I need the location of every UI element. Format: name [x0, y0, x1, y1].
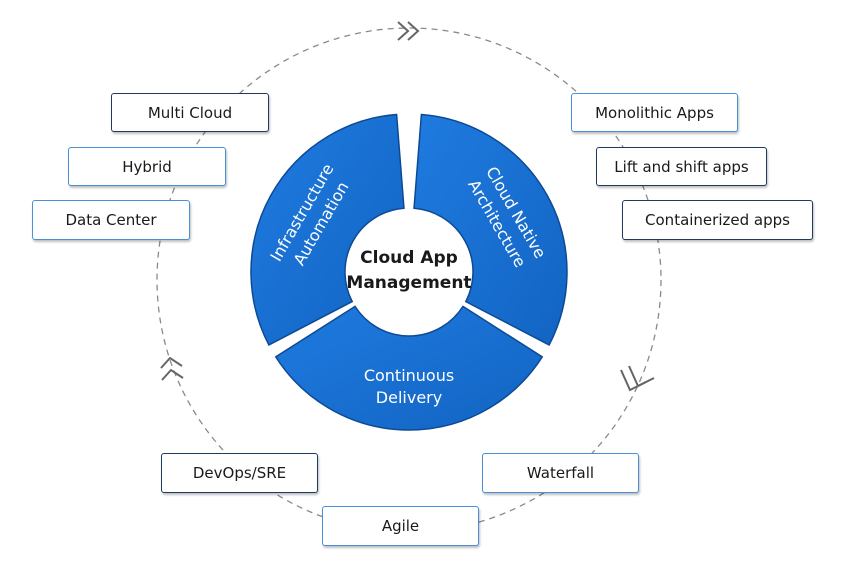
double-chevron-right-icon — [397, 21, 420, 41]
segment-infrastructure-automation — [250, 113, 405, 346]
segment-continuous-delivery — [274, 305, 544, 431]
center-title-line1: Cloud App — [360, 248, 458, 268]
box-agile: Agile — [322, 506, 479, 546]
box-hybrid: Hybrid — [68, 147, 226, 186]
box-waterfall: Waterfall — [482, 453, 639, 493]
double-chevron-up-icon — [160, 356, 184, 381]
box-monolithic-apps: Monolithic Apps — [571, 93, 738, 132]
double-chevron-down-icon — [620, 365, 655, 392]
dashed-cycle-ring — [156, 27, 662, 533]
box-containerized-apps: Containerized apps — [622, 200, 813, 240]
box-data-center: Data Center — [32, 200, 190, 240]
box-multi-cloud: Multi Cloud — [111, 93, 269, 132]
center-title-line2: Management — [346, 273, 471, 293]
box-devops-sre: DevOps/SRE — [161, 453, 318, 493]
box-lift-and-shift-apps: Lift and shift apps — [596, 147, 767, 186]
segment-cloud-native-architecture — [413, 113, 568, 346]
